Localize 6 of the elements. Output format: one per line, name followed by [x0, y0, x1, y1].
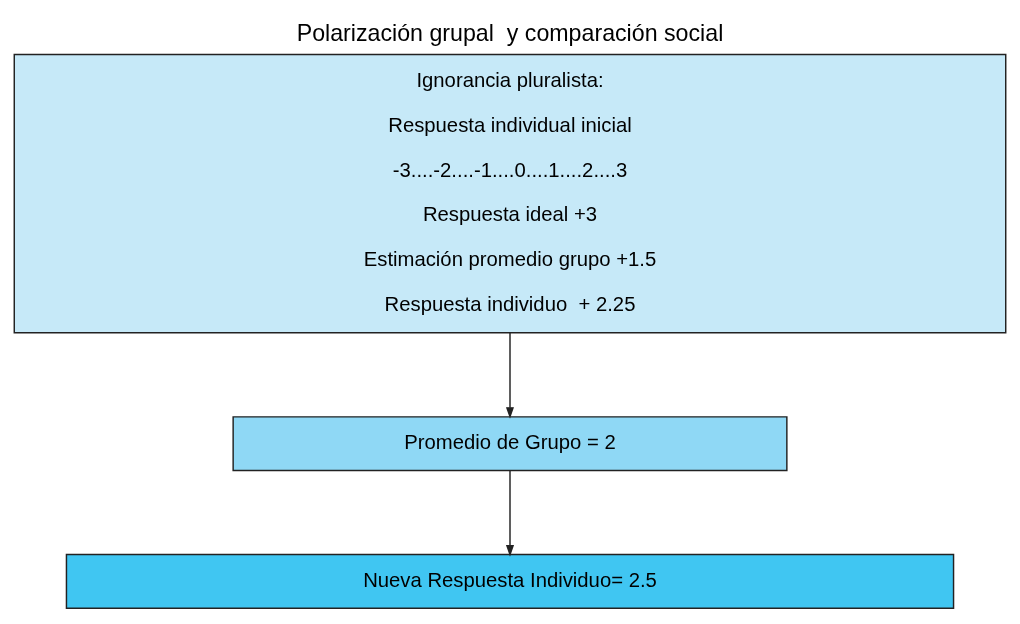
node-box: Ignorancia pluralista: Respuesta individual inicial -3....-2....-1....0....1....2....3 Respuesta ideal +3 Estimación promedio grupo +1.5 Respuesta individuo + 2.25	[13, 53, 1007, 333]
node-box: Promedio de Grupo = 2	[232, 415, 788, 471]
arrow	[505, 469, 515, 557]
node-box: Nueva Respuesta Individuo= 2.5	[65, 553, 955, 609]
diagram-title: Polarización grupal y comparación social	[296, 19, 724, 46]
arrow	[505, 331, 515, 419]
